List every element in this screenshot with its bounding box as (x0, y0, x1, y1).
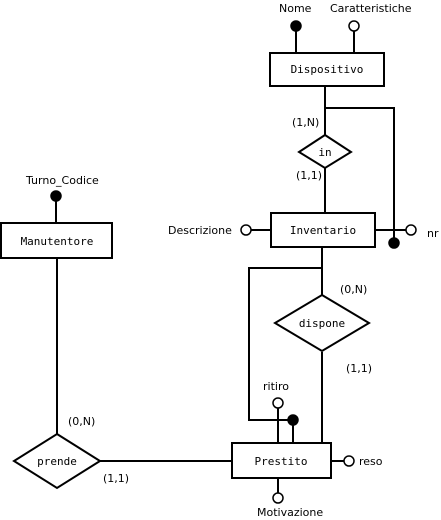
connection-lines (55, 28, 408, 496)
entity-prestito-label: Prestito (255, 455, 308, 468)
relationship-in-label: in (318, 146, 331, 159)
relationship-dispone: dispone (273, 293, 371, 353)
identifier-prestito-dot (287, 414, 299, 426)
cardinality-prestito-dispone: (1,1) (346, 362, 372, 375)
attribute-turno-codice-label: Turno_Codice (25, 174, 99, 187)
attribute-turno-codice-identifier-dot (50, 190, 62, 202)
cardinality-dispositivo-in: (1,N) (292, 116, 319, 129)
entity-inventario-label: Inventario (290, 224, 356, 237)
entity-manutentore-label: Manutentore (21, 235, 94, 248)
attribute-ritiro-label: ritiro (263, 380, 289, 393)
relationship-dispone-label: dispone (299, 317, 345, 330)
attribute-caratteristiche-label: Caratteristiche (330, 2, 412, 15)
attribute-nome-label: Nome (279, 2, 312, 15)
line-prestito-identifier (248, 267, 322, 421)
attribute-reso-dot (343, 455, 355, 467)
entity-manutentore: Manutentore (0, 222, 113, 259)
identifier-inventario-dot (388, 237, 400, 249)
attribute-motivazione-label: Motivazione (257, 506, 323, 519)
relationship-in: in (297, 133, 353, 170)
attribute-ritiro-dot (272, 397, 284, 409)
attribute-caratteristiche-dot (348, 20, 360, 32)
cardinality-inventario-dispone: (0,N) (340, 283, 367, 296)
entity-dispositivo: Dispositivo (269, 52, 385, 87)
attribute-nr-label: nr (427, 227, 439, 240)
attribute-descrizione-dot (240, 224, 252, 236)
relationship-prende-label: prende (37, 455, 77, 468)
attribute-descrizione-label: Descrizione (168, 224, 232, 237)
attribute-motivazione-dot (272, 492, 284, 504)
cardinality-inventario-in: (1,1) (296, 169, 322, 182)
attribute-nome-identifier-dot (290, 20, 302, 32)
attribute-reso-label: reso (359, 455, 383, 468)
entity-inventario: Inventario (270, 212, 376, 248)
entity-prestito: Prestito (231, 442, 332, 479)
cardinality-prestito-prende: (1,1) (103, 472, 129, 485)
relationship-prende: prende (12, 432, 102, 490)
attribute-nr-dot (405, 224, 417, 236)
entity-dispositivo-label: Dispositivo (291, 63, 364, 76)
line-nr-identifier (325, 107, 395, 242)
cardinality-manutentore-prende: (0,N) (68, 415, 95, 428)
